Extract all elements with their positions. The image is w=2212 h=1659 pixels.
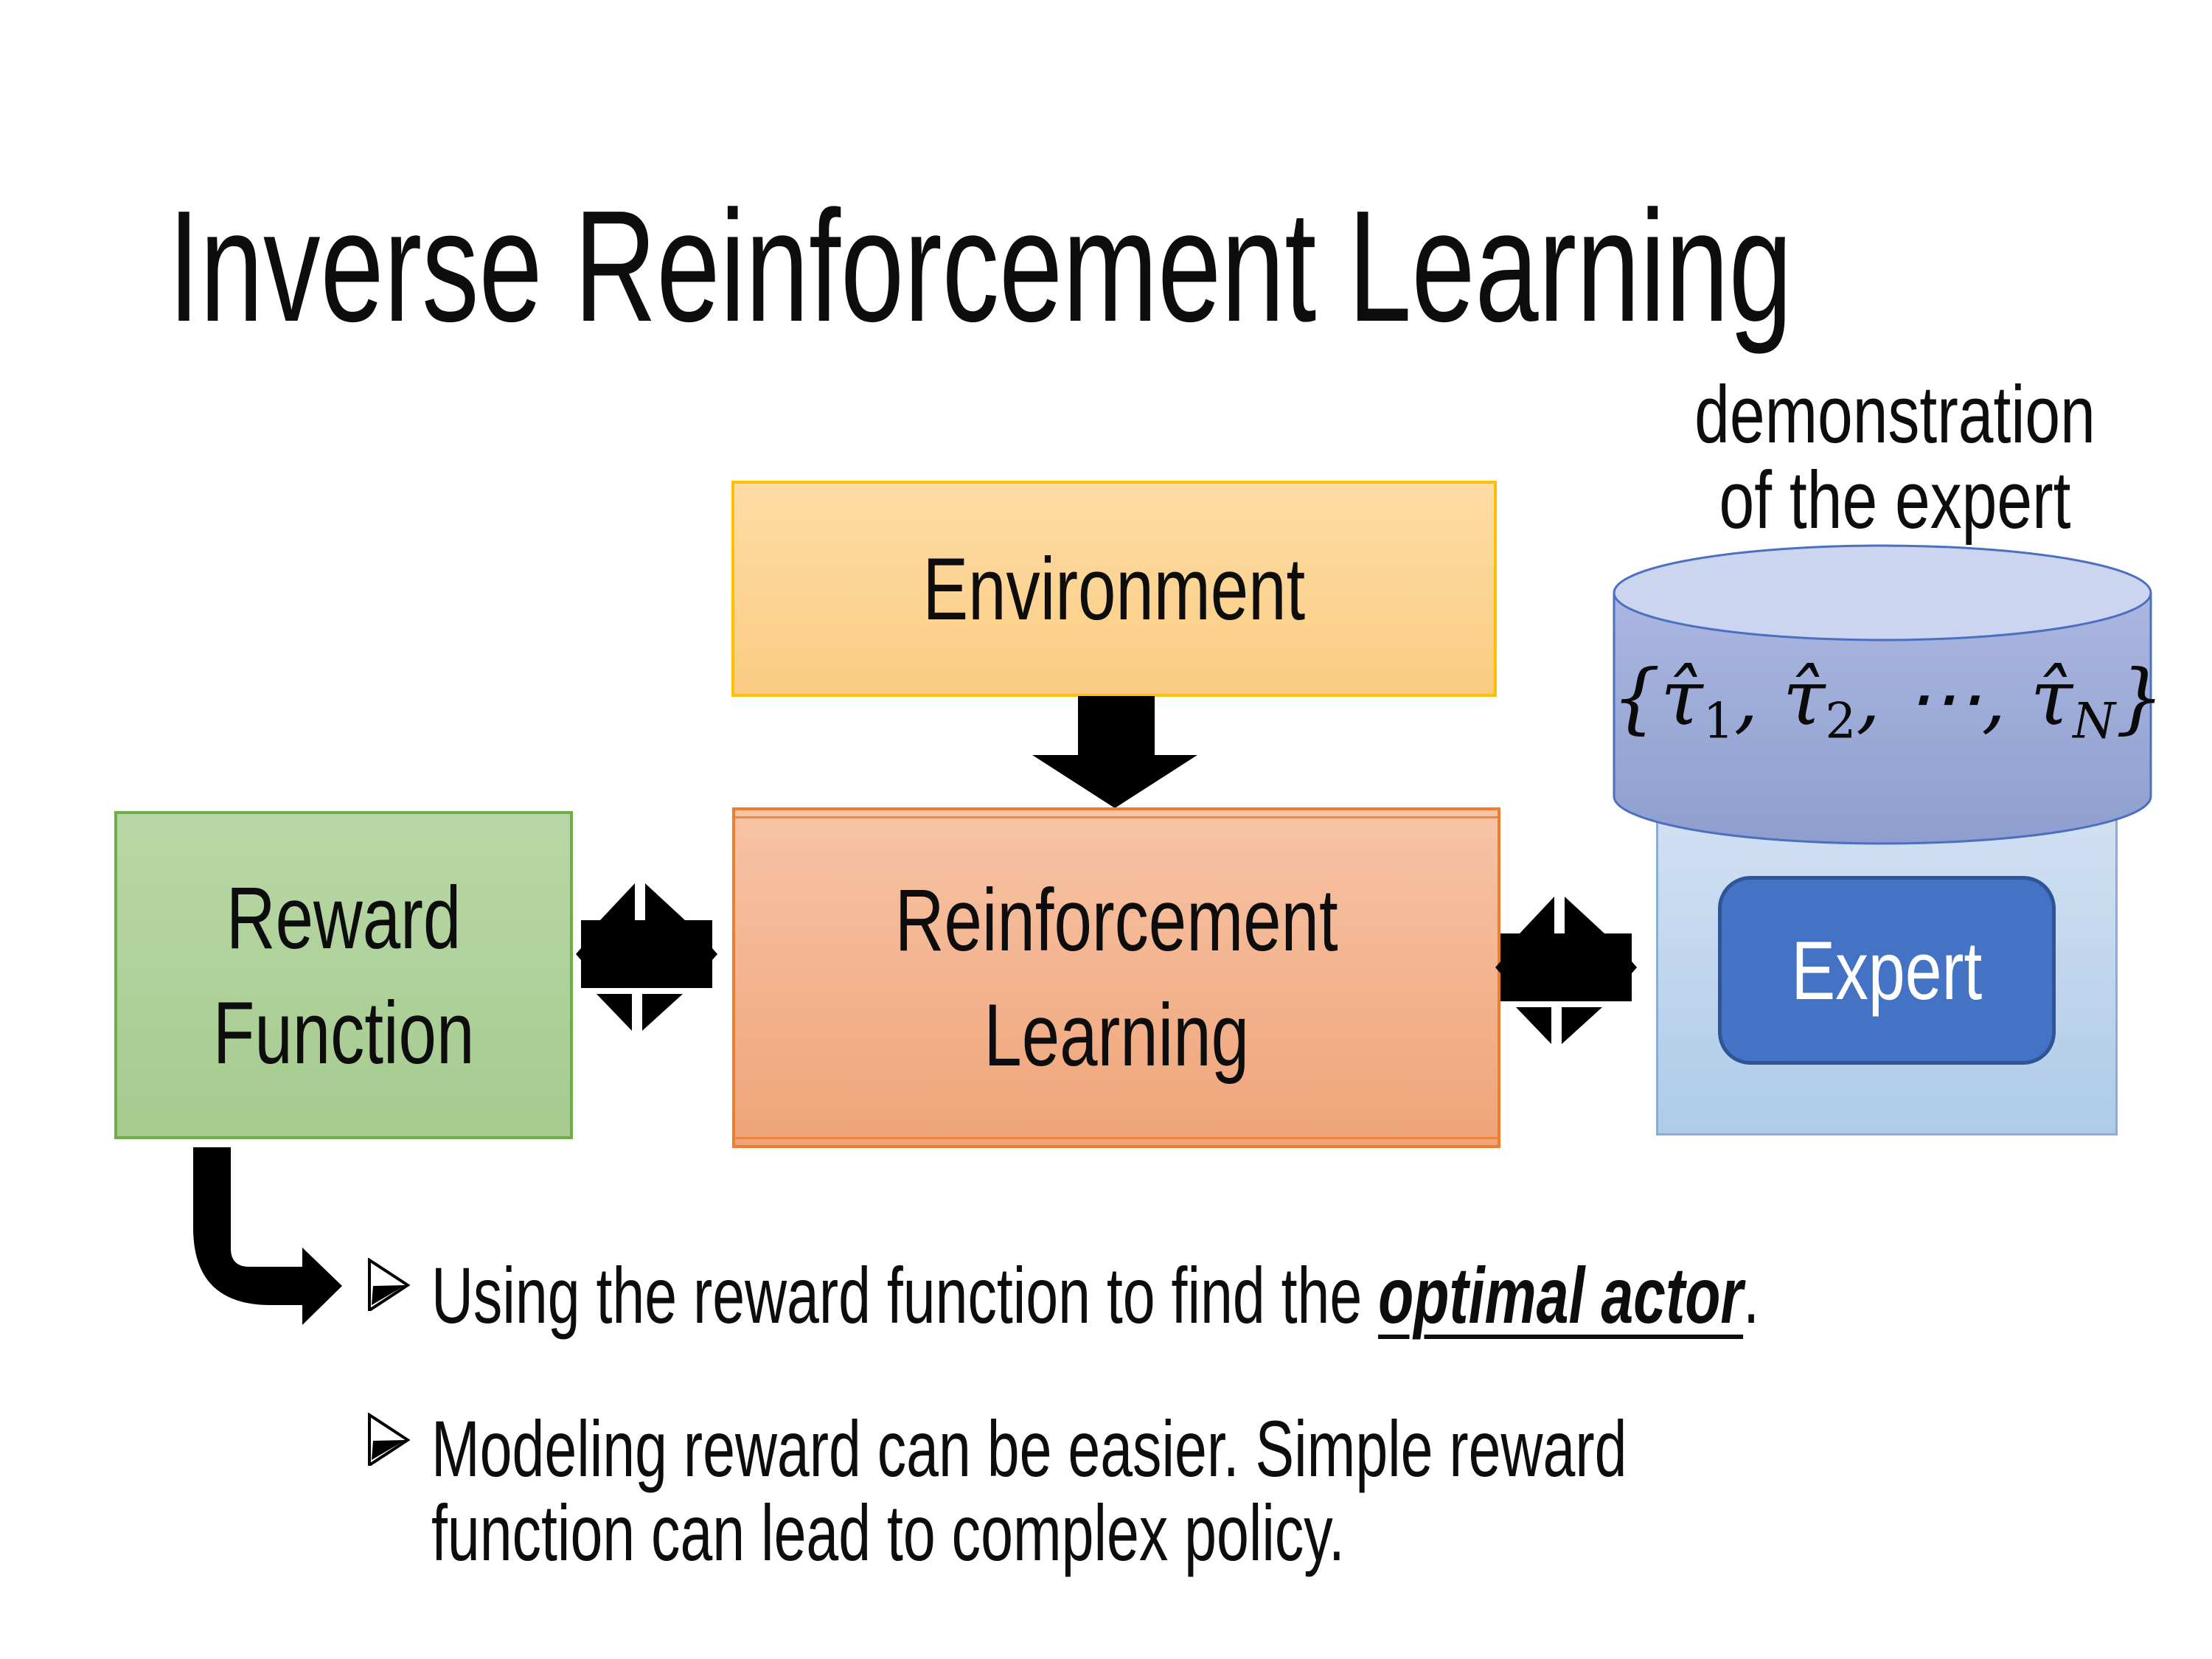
reward-label-line-1: Reward [226, 868, 462, 967]
rl-label-line-1: Reinforcement [894, 871, 1338, 970]
formula-close-brace: } [2115, 653, 2165, 742]
formula-sub-1: 1 [1703, 692, 1734, 750]
reward-function-label: Reward Function [213, 860, 474, 1091]
formula-open-brace: { [1612, 653, 1661, 742]
reward-function-box: Reward Function [114, 811, 573, 1139]
bullet-item-modeling-reward: Modeling reward can be easier. Simple re… [431, 1404, 1627, 1578]
reward-label-line-2: Function [212, 983, 475, 1082]
formula-tau-n: τ̂ [2030, 653, 2073, 742]
bullet-1-period: . [1743, 1251, 1760, 1340]
rl-box-stacked-edge-top [735, 816, 1498, 818]
double-exchange-arrow-icon [1495, 897, 1637, 1044]
annotation-line-2: of the expert [1719, 454, 2071, 546]
rl-box-stacked-edge-bottom [735, 1137, 1498, 1139]
elbow-arrow-icon [193, 1147, 342, 1325]
bullet-2-line-1: Modeling reward can be easier. Simple re… [431, 1404, 1627, 1493]
bullet-item-optimal-actor: Using the reward function to find the op… [431, 1253, 1759, 1338]
reinforcement-learning-box: Reinforcement Learning [732, 807, 1500, 1148]
reinforcement-learning-label: Reinforcement Learning [895, 863, 1338, 1093]
bullet-1-text: Using the reward function to find the [431, 1251, 1379, 1340]
down-arrow-icon [1032, 696, 1197, 808]
formula-sub-n: N [2073, 692, 2115, 750]
bullet-1-emphasis: optimal actor [1378, 1251, 1744, 1340]
double-exchange-arrow-icon [576, 883, 717, 1031]
formula-comma: , [1856, 653, 1905, 742]
arrowhead-bullet-icon [368, 1258, 410, 1311]
formula-comma: , [1981, 653, 2031, 742]
environment-label: Environment [922, 539, 1306, 639]
formula-comma: , [1733, 653, 1783, 742]
expert-demonstration-annotation: demonstration of the expert [1677, 372, 2114, 543]
expert-label: Expert [1791, 924, 1983, 1017]
formula-sub-2: 2 [1825, 692, 1857, 750]
annotation-line-1: demonstration [1694, 369, 2096, 460]
trajectory-set-formula: {τ̂1, τ̂2, ⋯, τ̂N} [1612, 652, 2164, 751]
formula-dots: ⋯ [1905, 653, 1982, 742]
arrowhead-bullet-icon [368, 1413, 410, 1466]
database-cylinder-icon [1613, 544, 2152, 845]
formula-tau-1: τ̂ [1660, 653, 1703, 742]
page-title: Inverse Reinforcement Learning [168, 177, 1792, 355]
expert-box: Expert [1718, 876, 2056, 1065]
rl-label-line-2: Learning [984, 986, 1249, 1085]
formula-tau-2: τ̂ [1782, 653, 1826, 742]
environment-box: Environment [731, 481, 1497, 697]
bullet-2-line-2: function can lead to complex policy. [431, 1488, 1345, 1578]
